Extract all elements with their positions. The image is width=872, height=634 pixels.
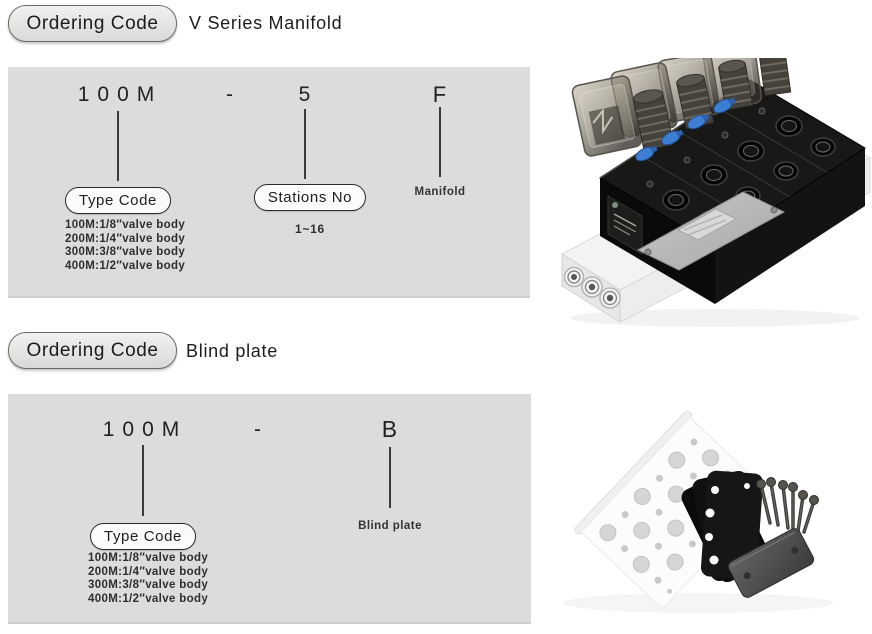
type-code-list: 100M:1/8″valve body 200M:1/4″valve body … (65, 219, 185, 273)
ordering-code-badge-manifold: Ordering Code (8, 5, 177, 42)
manifold-callout-label: Manifold (414, 186, 466, 198)
code-type: 100M (77, 83, 163, 106)
callout-line-type (117, 111, 119, 181)
type-code-pill-label: Type Code (79, 192, 157, 209)
ordering-code-badge-label: Ordering Code (26, 12, 159, 34)
type-code-item: 300M:3/8″valve body (88, 579, 209, 591)
code-type: 100M (102, 418, 188, 441)
type-code-pill: Type Code (65, 187, 171, 214)
code-separator: - (225, 83, 235, 106)
type-code-pill: Type Code (90, 523, 196, 550)
ordering-code-badge-label: Ordering Code (26, 339, 159, 361)
mounting-plate (636, 191, 786, 271)
perforated-plate (574, 410, 772, 610)
blind-plate-ordering-panel: 100M - B Type Code Blind plate 100M:1/8″… (8, 394, 531, 624)
blind-plate-callout-label: Blind plate (358, 520, 422, 532)
valve-spec-label (607, 195, 643, 255)
manual-override-levers (635, 97, 736, 162)
section-title-manifold: V Series Manifold (189, 13, 343, 33)
type-code-item: 200M:1/4″valve body (88, 565, 209, 578)
callout-line-type (142, 445, 144, 516)
code-stations: 5 (298, 83, 312, 106)
code-separator: - (253, 418, 263, 441)
mounting-screws (756, 477, 819, 534)
code-suffix: F (432, 82, 448, 107)
manifold-product-photo (560, 58, 872, 327)
stations-no-pill-label: Stations No (267, 189, 353, 206)
type-code-item: 200M:1/4″valve body (65, 232, 186, 245)
ordering-code-badge-blind-plate: Ordering Code (8, 332, 177, 369)
type-code-item: 100M:1/8″valve body (65, 219, 186, 231)
stations-no-pill: Stations No (253, 184, 367, 211)
callout-line-suffix (389, 447, 391, 508)
manifold-ordering-panel: 100M - 5 F Type Code Stations No Manifol… (8, 67, 530, 298)
section-title-blind-plate: Blind plate (186, 341, 278, 361)
type-code-pill-label: Type Code (104, 528, 182, 545)
code-suffix: B (381, 416, 399, 442)
type-code-item: 400M:1/2″valve body (65, 259, 186, 272)
callout-line-suffix (439, 107, 441, 177)
blind-plate-product-photo (563, 410, 833, 613)
type-code-item: 300M:3/8″valve body (65, 246, 186, 258)
type-code-list: 100M:1/8″valve body 200M:1/4″valve body … (88, 552, 208, 606)
type-code-item: 100M:1/8″valve body (88, 552, 209, 564)
callout-line-stations (304, 109, 306, 179)
blind-cover-plate (727, 528, 815, 598)
type-code-item: 400M:1/2″valve body (88, 592, 209, 605)
stations-range: 1~16 (295, 222, 325, 236)
